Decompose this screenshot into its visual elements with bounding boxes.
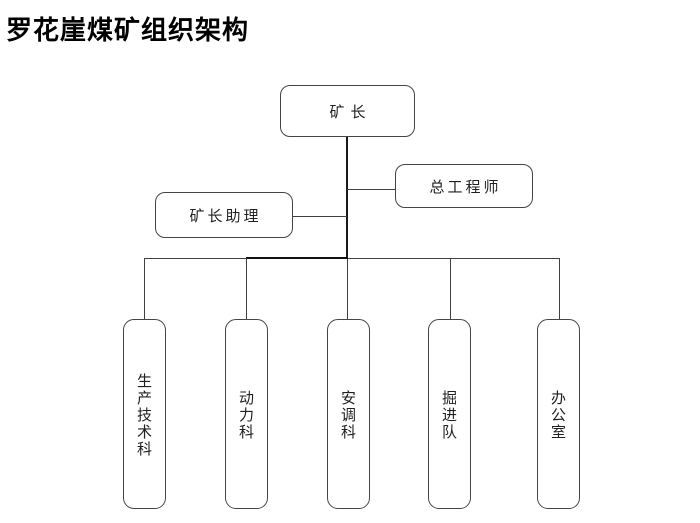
node-dept-safety-adjustment: 安调科 xyxy=(327,319,370,509)
connector-drop-safety-dept xyxy=(347,259,348,319)
node-dept-tunneling-team-label: 掘进队 xyxy=(440,389,458,441)
node-dept-office-label: 办公室 xyxy=(549,389,567,441)
node-mine-director-label: 矿长 xyxy=(329,102,372,121)
connector-drop-power-dept xyxy=(246,258,247,319)
node-dept-power-label: 动力科 xyxy=(237,389,255,441)
node-dept-power: 动力科 xyxy=(225,319,268,509)
connector-drop-office xyxy=(559,258,560,319)
connector-distribution-line xyxy=(144,258,560,259)
connector-drop-production-tech xyxy=(144,258,145,319)
connector-drop-tunneling-team xyxy=(450,258,451,319)
page-title: 罗花崖煤矿组织架构 xyxy=(6,16,250,46)
node-dept-office: 办公室 xyxy=(537,319,580,509)
node-chief-engineer-label: 总工程师 xyxy=(429,177,502,196)
node-director-assistant-label: 矿长助理 xyxy=(189,206,262,225)
node-dept-safety-adjustment-label: 安调科 xyxy=(339,389,357,441)
node-dept-production-tech: 生产技术科 xyxy=(123,319,166,509)
connector-root-trunk xyxy=(346,137,348,259)
connector-chief-engineer xyxy=(347,189,395,190)
connector-director-assistant xyxy=(293,216,347,217)
node-dept-production-tech-label: 生产技术科 xyxy=(135,372,153,458)
node-director-assistant: 矿长助理 xyxy=(155,192,293,238)
connector-distribution-thick-segment xyxy=(246,257,348,259)
node-mine-director: 矿长 xyxy=(280,85,415,137)
node-dept-tunneling-team: 掘进队 xyxy=(428,319,471,509)
node-chief-engineer: 总工程师 xyxy=(395,164,533,208)
